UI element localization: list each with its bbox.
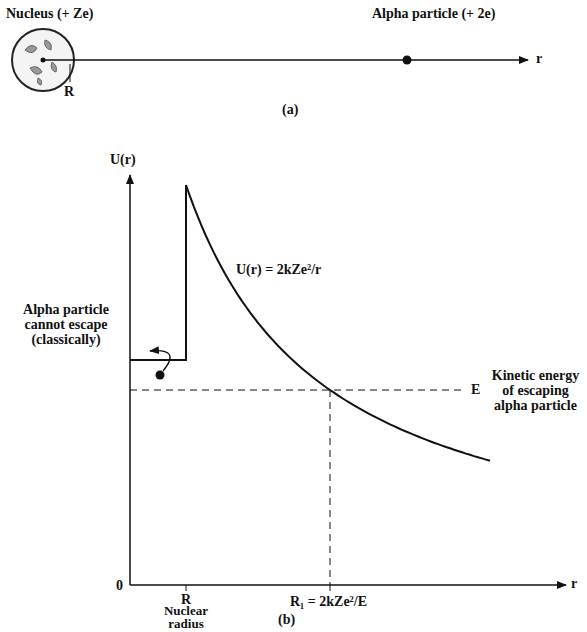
radius-label: R	[64, 84, 74, 99]
origin-label: 0	[116, 578, 123, 593]
bounce-arrow	[150, 351, 170, 371]
particle-label: Nucleus (+ Ze)	[6, 6, 93, 21]
axis-label: U(r)	[110, 152, 136, 167]
radius-tick	[186, 585, 187, 591]
u-axis	[129, 175, 131, 585]
r-axis	[130, 584, 566, 586]
potential-well	[130, 185, 186, 360]
r1-tick	[330, 585, 331, 591]
turning-point	[330, 390, 331, 585]
trapped-alpha	[156, 371, 165, 380]
r1-label: R₁ = 2kZe²/E	[290, 594, 367, 609]
note-label: Alpha particle cannot escape (classicall…	[4, 302, 128, 347]
radius-note: Nuclear radius	[154, 604, 218, 630]
energy-level	[130, 390, 465, 391]
curve-label: U(r) = 2kZe²/r	[236, 262, 321, 277]
panel-label: (b)	[278, 612, 295, 627]
energy-label: E	[471, 382, 480, 397]
particle-label: Alpha particle (+ 2e)	[372, 6, 495, 21]
coulomb-curve	[186, 185, 490, 461]
r-axis	[45, 59, 528, 61]
axis-label: r	[536, 51, 542, 66]
radius-tick	[70, 64, 71, 82]
panel-label: (a)	[282, 102, 298, 117]
alpha-particle	[403, 56, 412, 65]
axis-label: r	[571, 576, 577, 591]
energy-note: Kinetic energy of escaping alpha particl…	[488, 368, 583, 413]
